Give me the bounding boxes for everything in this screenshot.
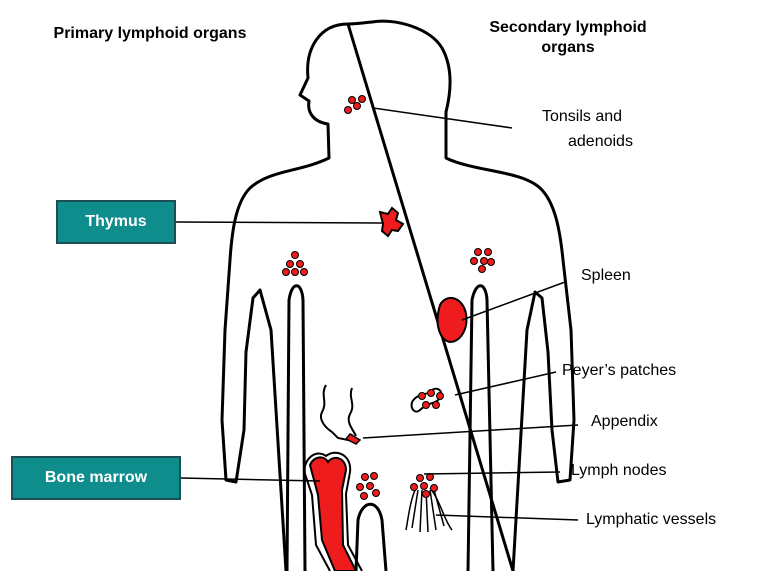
body-outline [222, 21, 574, 571]
tonsils-label-line1: Tonsils and [542, 107, 622, 127]
appendix-tip [346, 434, 360, 444]
appendix-label: Appendix [591, 412, 658, 432]
peyers-label: Peyer’s patches [562, 361, 676, 381]
secondary-heading-text: Secondary lymphoid organs [489, 19, 646, 56]
lymphatic-vessels-label: Lymphatic vessels [586, 510, 716, 530]
primary-heading-text: Primary lymphoid organs [54, 25, 247, 42]
left-arm-inner [287, 286, 305, 571]
tonsils-label-line2: adenoids [568, 132, 633, 152]
bone-marrow-box-label: Bone marrow [45, 469, 147, 487]
legs-inner [356, 504, 386, 571]
thymus-organ [380, 208, 403, 236]
leader-lines [176, 108, 578, 520]
bone-marrow-box: Bone marrow [11, 456, 181, 500]
thymus-box: Thymus [56, 200, 176, 244]
lymph-nodes-label: Lymph nodes [571, 461, 666, 481]
right-arm-inner [468, 286, 493, 571]
appendix-organ [321, 385, 356, 440]
thymus-box-label: Thymus [85, 213, 146, 231]
primary-heading: Primary lymphoid organs [40, 24, 260, 44]
secondary-heading: Secondary lymphoid organs [468, 18, 668, 58]
spleen-label: Spleen [581, 266, 631, 286]
